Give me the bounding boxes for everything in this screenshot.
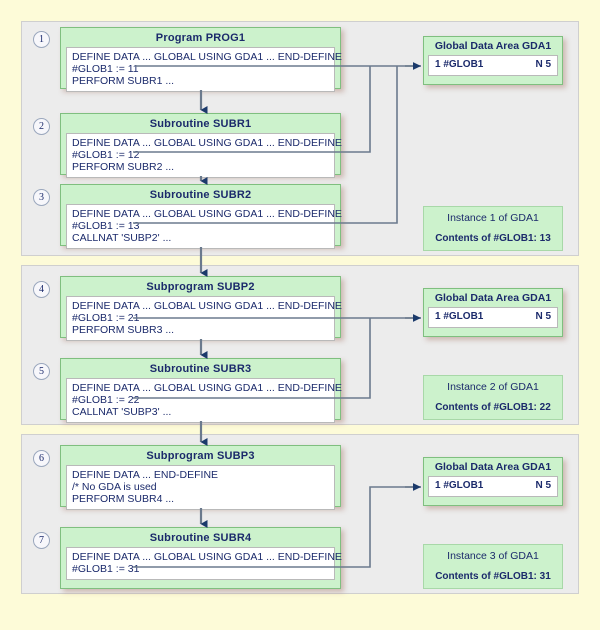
module-title: Subroutine SUBR1: [149, 118, 252, 130]
code-line: CALLNAT 'SUBP3' ...: [72, 406, 172, 418]
instance-title: Instance 2 of GDA1: [447, 381, 539, 393]
module-code: DEFINE DATA ... GLOBAL USING GDA1 ... EN…: [66, 133, 342, 178]
code-line: DEFINE DATA ... GLOBAL USING GDA1 ... EN…: [72, 382, 342, 394]
code-line: #GLOB1 := 11: [72, 63, 139, 75]
module-box-prog1[interactable]: Program PROG1 DEFINE DATA ... GLOBAL USI…: [60, 27, 342, 92]
code-line: #GLOB1 := 12: [72, 149, 140, 161]
gda-field-row: 1 #GLOB1 N 5: [428, 307, 558, 328]
gda-box-3[interactable]: Global Data Area GDA1 1 #GLOB1 N 5: [423, 457, 563, 506]
gda-field-name: 1 #GLOB1: [435, 311, 484, 322]
module-title: Subroutine SUBR2: [149, 189, 252, 201]
gda-field-row: 1 #GLOB1 N 5: [428, 55, 558, 76]
module-box-subr3[interactable]: Subroutine SUBR3 DEFINE DATA ... GLOBAL …: [60, 358, 342, 423]
code-line: PERFORM SUBR4 ...: [72, 493, 175, 505]
step-number-2: 2: [33, 118, 50, 135]
instance-title: Instance 3 of GDA1: [447, 550, 539, 562]
code-line: DEFINE DATA ... GLOBAL USING GDA1 ... EN…: [72, 137, 342, 149]
code-line: DEFINE DATA ... GLOBAL USING GDA1 ... EN…: [72, 551, 342, 563]
gda-field-name: 1 #GLOB1: [435, 480, 484, 491]
module-title: Subprogram SUBP2: [146, 281, 255, 293]
code-line: #GLOB1 := 31: [72, 563, 140, 575]
module-title: Program PROG1: [155, 32, 246, 44]
step-number-1: 1: [33, 31, 50, 48]
module-box-subr2[interactable]: Subroutine SUBR2 DEFINE DATA ... GLOBAL …: [60, 184, 342, 249]
code-line: PERFORM SUBR2 ...: [72, 161, 175, 173]
gda-title: Global Data Area GDA1: [434, 40, 552, 52]
gda-title: Global Data Area GDA1: [434, 461, 552, 473]
module-title: Subprogram SUBP3: [146, 450, 255, 462]
code-line: DEFINE DATA ... GLOBAL USING GDA1 ... EN…: [72, 51, 342, 63]
module-code: DEFINE DATA ... GLOBAL USING GDA1 ... EN…: [66, 547, 342, 580]
code-line: DEFINE DATA ... GLOBAL USING GDA1 ... EN…: [72, 300, 342, 312]
code-line: /* No GDA is used: [72, 481, 157, 493]
gda-field-row: 1 #GLOB1 N 5: [428, 476, 558, 497]
step-number-6: 6: [33, 450, 50, 467]
gda-box-2[interactable]: Global Data Area GDA1 1 #GLOB1 N 5: [423, 288, 563, 337]
gda-title: Global Data Area GDA1: [434, 292, 552, 304]
module-code: DEFINE DATA ... GLOBAL USING GDA1 ... EN…: [66, 204, 342, 249]
step-number-5: 5: [33, 363, 50, 380]
module-title: Subroutine SUBR3: [149, 363, 252, 375]
module-box-subr4[interactable]: Subroutine SUBR4 DEFINE DATA ... GLOBAL …: [60, 527, 342, 589]
code-line: DEFINE DATA ... END-DEFINE: [72, 469, 219, 481]
module-code: DEFINE DATA ... END-DEFINE /* No GDA is …: [66, 465, 335, 510]
gda-field-format: N 5: [535, 311, 551, 322]
instance-box-1: Instance 1 of GDA1 Contents of #GLOB1: 1…: [423, 206, 563, 251]
code-line: PERFORM SUBR1 ...: [72, 75, 175, 87]
instance-title: Instance 1 of GDA1: [447, 212, 539, 224]
code-line: PERFORM SUBR3 ...: [72, 324, 175, 336]
code-line: #GLOB1 := 21: [72, 312, 140, 324]
code-line: #GLOB1 := 13: [72, 220, 140, 232]
module-code: DEFINE DATA ... GLOBAL USING GDA1 ... EN…: [66, 47, 342, 92]
step-number-4: 4: [33, 281, 50, 298]
code-line: CALLNAT 'SUBP2' ...: [72, 232, 172, 244]
step-number-3: 3: [33, 189, 50, 206]
code-line: #GLOB1 := 22: [72, 394, 140, 406]
gda-field-format: N 5: [535, 59, 551, 70]
instance-box-3: Instance 3 of GDA1 Contents of #GLOB1: 3…: [423, 544, 563, 589]
gda-box-1[interactable]: Global Data Area GDA1 1 #GLOB1 N 5: [423, 36, 563, 85]
module-box-subp3[interactable]: Subprogram SUBP3 DEFINE DATA ... END-DEF…: [60, 445, 341, 510]
instance-contents: Contents of #GLOB1: 22: [435, 402, 551, 413]
module-box-subr1[interactable]: Subroutine SUBR1 DEFINE DATA ... GLOBAL …: [60, 113, 342, 178]
code-line: DEFINE DATA ... GLOBAL USING GDA1 ... EN…: [72, 208, 342, 220]
module-code: DEFINE DATA ... GLOBAL USING GDA1 ... EN…: [66, 296, 342, 341]
module-code: DEFINE DATA ... GLOBAL USING GDA1 ... EN…: [66, 378, 342, 423]
gda-field-name: 1 #GLOB1: [435, 59, 484, 70]
step-number-7: 7: [33, 532, 50, 549]
gda-field-format: N 5: [535, 480, 551, 491]
module-box-subp2[interactable]: Subprogram SUBP2 DEFINE DATA ... GLOBAL …: [60, 276, 342, 341]
module-title: Subroutine SUBR4: [149, 532, 252, 544]
instance-box-2: Instance 2 of GDA1 Contents of #GLOB1: 2…: [423, 375, 563, 420]
instance-contents: Contents of #GLOB1: 31: [435, 571, 551, 582]
instance-contents: Contents of #GLOB1: 13: [435, 233, 551, 244]
